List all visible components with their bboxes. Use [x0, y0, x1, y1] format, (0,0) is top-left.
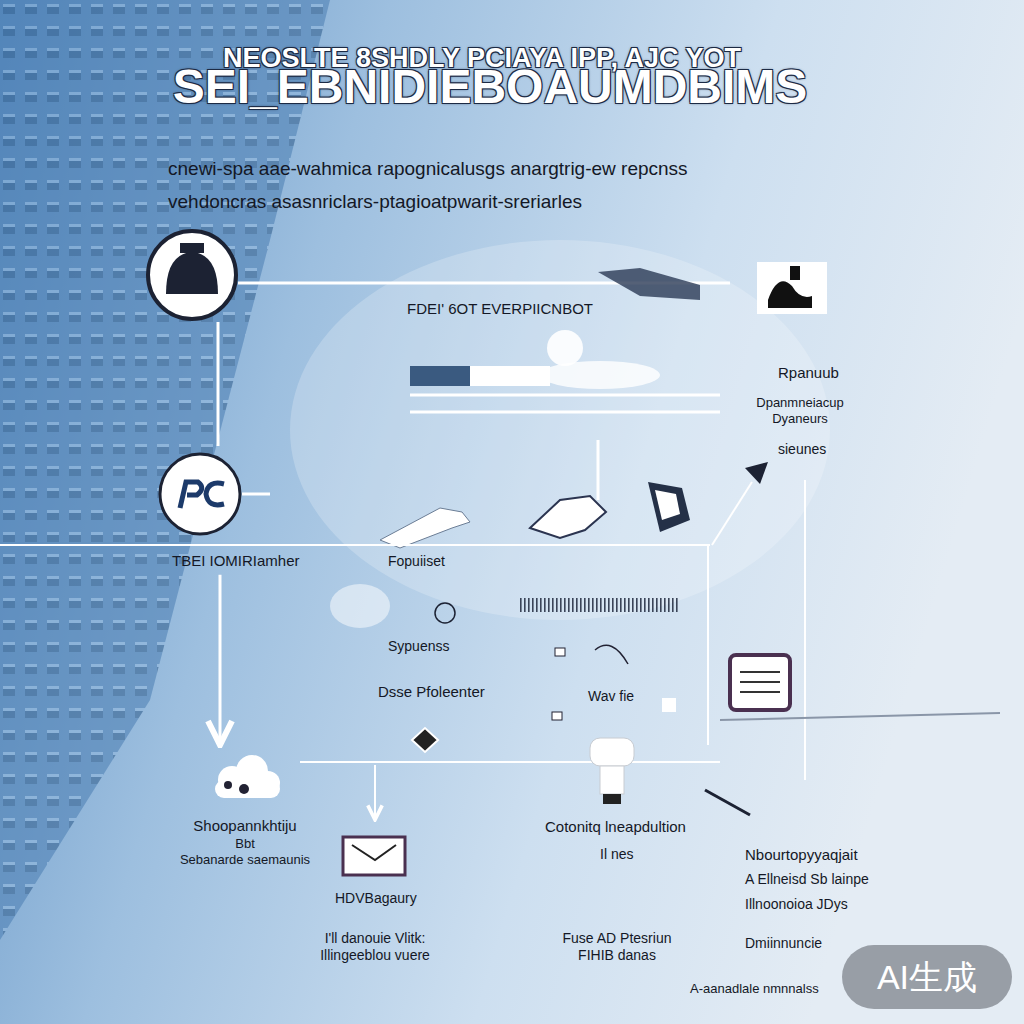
item-label: Fopuiiset	[388, 553, 445, 570]
wire	[595, 645, 628, 664]
item-label: sieunes	[778, 441, 826, 458]
item-label: Sypuenss	[388, 638, 449, 655]
subtitle-line: cnewi-spa aae-wahmica rapognicalusgs ana…	[168, 158, 688, 181]
photo-icon	[757, 262, 827, 314]
header-line: NEOSLTE 8SHDLY PCIAYA IPP, AJC YOT	[223, 42, 741, 74]
pointer-line	[712, 482, 752, 545]
lamp-icon	[590, 738, 634, 804]
diamond-symbol	[412, 728, 438, 752]
frame-line	[720, 713, 1000, 720]
watermark: AI生成	[842, 945, 1012, 1009]
item-note: A-aanadlale nmnnalss	[690, 981, 819, 997]
connector-line	[217, 322, 220, 446]
logo-circle	[160, 454, 240, 534]
arrow-line	[374, 765, 376, 818]
frame-line	[0, 544, 710, 546]
flow-arrow	[219, 575, 222, 742]
top-circle-icon	[148, 231, 236, 319]
node-heading: TBEI IOMIRIamher	[172, 552, 300, 571]
item-note: Dmiinnuncie	[745, 935, 822, 952]
cloud-shape	[540, 330, 660, 389]
small-icon	[662, 698, 676, 712]
rule-line	[410, 411, 720, 414]
tool-icon	[380, 440, 690, 548]
box-icon	[343, 837, 405, 875]
item-note: I'll danouie Vlitk: Illingeeblou vuere	[310, 930, 440, 964]
pointer-head	[745, 462, 768, 484]
frame-line	[707, 545, 709, 745]
subtitle-line: vehdoncras asasnriclars-ptagioatpwarit-s…	[168, 191, 582, 214]
bar	[410, 366, 470, 386]
item-label: Dsse Pfoleenter	[378, 683, 485, 701]
building-texture	[0, 0, 330, 940]
icon-node: TBEI IOMIRIamher	[172, 452, 300, 571]
item-note: A Ellneisd Sb lainpe	[745, 871, 869, 888]
cloud-icon	[215, 755, 280, 798]
mist	[290, 240, 830, 620]
section-label: FDEI' 6OT EVERPIICNBOT	[407, 300, 593, 318]
item-label: Il nes	[600, 846, 633, 863]
item-label: HDVBagaury	[335, 890, 417, 907]
monitor-icon	[730, 655, 790, 710]
frame-line	[300, 761, 720, 763]
item-label: Cotonitq lneapdultion	[545, 818, 686, 836]
rule-line	[410, 394, 720, 397]
frame-line	[804, 480, 806, 780]
item-note: Illnoonoioa JDys	[745, 896, 848, 913]
bar	[410, 366, 550, 386]
small-icon	[555, 648, 565, 656]
node-note: Sebanarde saemaunis	[170, 852, 320, 868]
blob	[330, 584, 390, 628]
dark-shape	[598, 268, 700, 300]
item-label: Rpanuub	[778, 364, 839, 382]
comb-symbol	[520, 598, 680, 612]
small-icon	[552, 712, 562, 720]
wire-loop	[435, 603, 455, 623]
item-note: Fuse AD Ptesriun FIHIB danas	[557, 930, 677, 964]
node-heading: Shoopannkhtiju	[170, 817, 320, 836]
item-note: Dpanmneiacup Dyaneurs	[745, 395, 855, 426]
leader-line	[705, 790, 750, 815]
item-label: Nbourtopyyaqjait	[745, 846, 858, 864]
node-note: Bbt	[170, 836, 320, 852]
connector-line	[242, 493, 270, 496]
icon-node: ShoopannkhtijuBbtSebanarde saemaunis	[170, 745, 320, 868]
item-label: Wav fie	[588, 688, 634, 705]
